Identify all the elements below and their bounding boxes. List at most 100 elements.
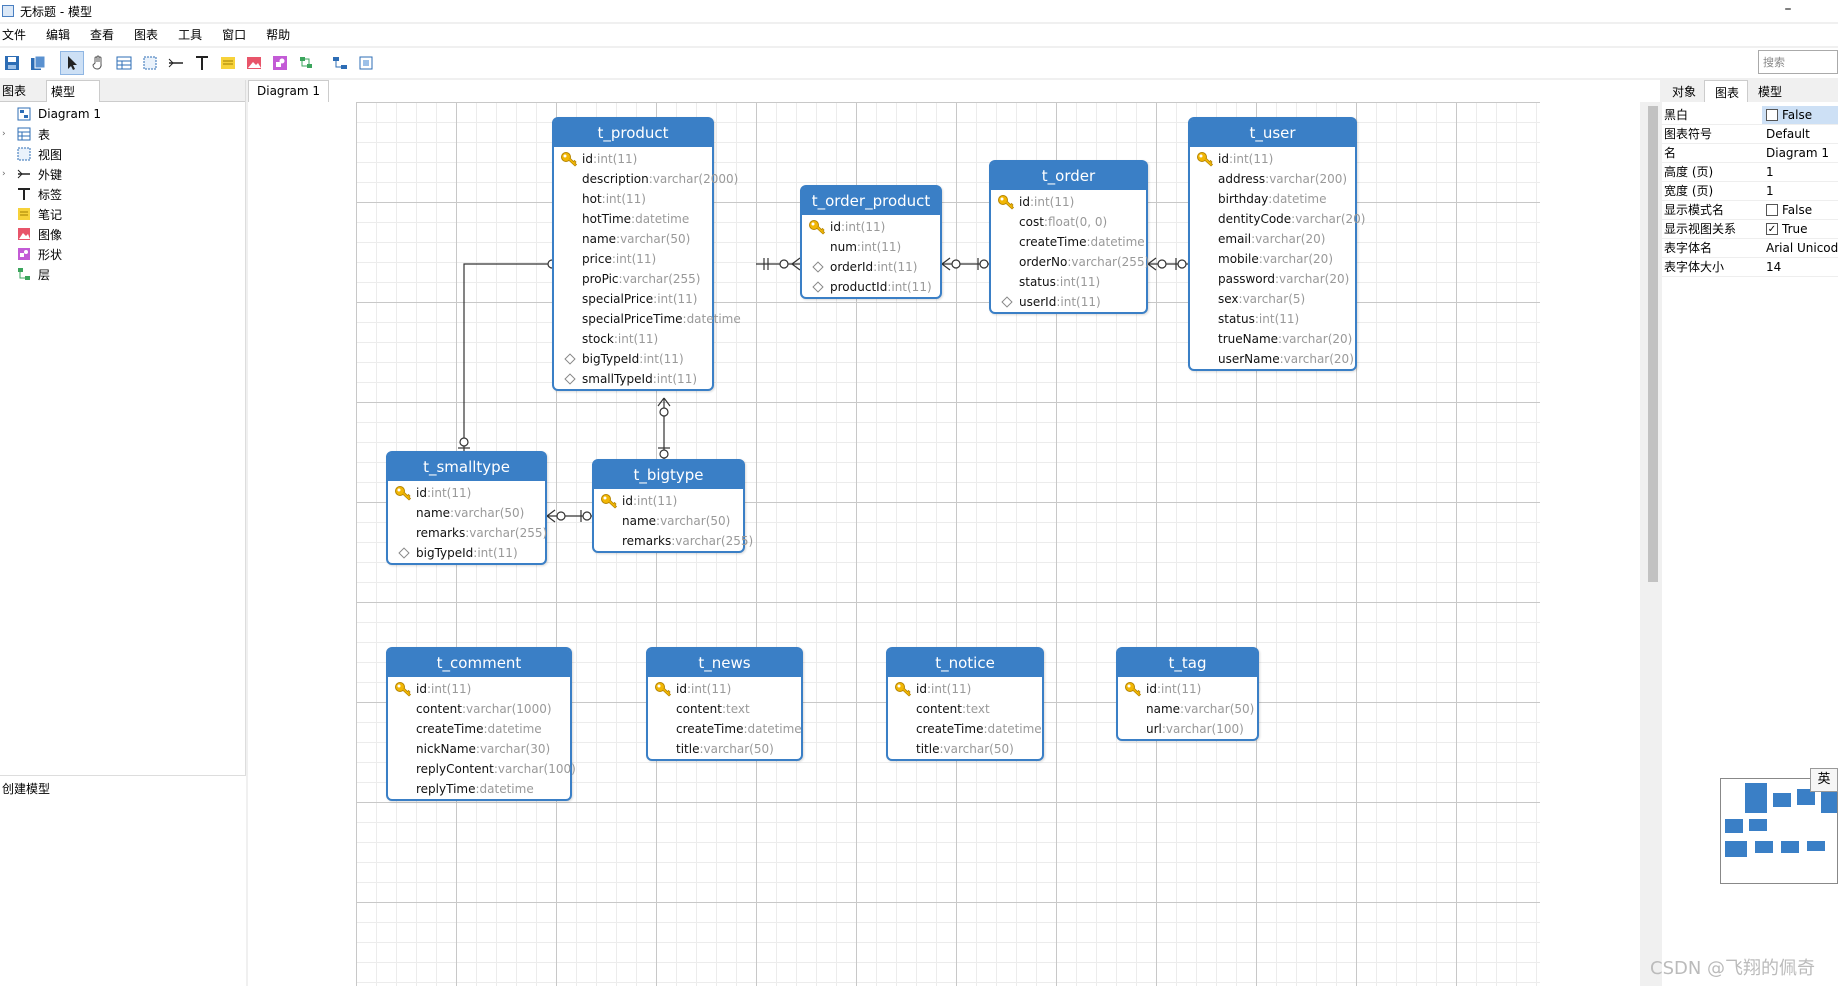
minimize-button[interactable]: –: [1784, 1, 1792, 17]
expand-icon[interactable]: ›: [2, 169, 6, 179]
field-row[interactable]: name: varchar(50): [594, 511, 743, 531]
menu-help[interactable]: 帮助: [266, 28, 291, 42]
field-row[interactable]: createTime: datetime: [648, 719, 802, 739]
field-row[interactable]: nickName: varchar(30): [388, 739, 570, 759]
field-row[interactable]: content: text: [648, 699, 801, 719]
field-row[interactable]: id: int(11): [1190, 149, 1355, 169]
new-view-icon[interactable]: [138, 51, 162, 75]
save-as-icon[interactable]: [26, 51, 50, 75]
hand-tool-icon[interactable]: [86, 51, 110, 75]
checkbox-unchecked-icon[interactable]: [1766, 204, 1778, 216]
new-note-icon[interactable]: [216, 51, 240, 75]
property-row[interactable]: 宽度 (页)1: [1662, 182, 1838, 201]
property-value[interactable]: ✓True: [1762, 220, 1838, 238]
property-value[interactable]: 1: [1762, 163, 1838, 181]
tree-item-layers[interactable]: 层: [0, 264, 245, 284]
tree-item-foreign-keys[interactable]: › 外键: [0, 164, 245, 184]
field-row[interactable]: status: int(11): [991, 272, 1146, 292]
tree-item-labels[interactable]: 标签: [0, 184, 245, 204]
field-row[interactable]: address: varchar(200): [1190, 169, 1355, 189]
tab-diagram[interactable]: 图表: [2, 84, 27, 98]
new-layer-icon[interactable]: [294, 51, 318, 75]
ime-indicator[interactable]: 英: [1810, 768, 1838, 792]
new-shape-icon[interactable]: [268, 51, 292, 75]
pointer-tool-icon[interactable]: [60, 51, 84, 75]
property-value[interactable]: False: [1762, 201, 1838, 219]
tab-model-props[interactable]: 模型: [1758, 85, 1783, 99]
checkbox-checked-icon[interactable]: ✓: [1766, 223, 1778, 235]
auto-layout-icon[interactable]: [328, 51, 352, 75]
field-row[interactable]: email: varchar(20): [1190, 229, 1355, 249]
field-row[interactable]: remarks: varchar(255): [388, 523, 547, 543]
field-row[interactable]: cost: float(0, 0): [991, 212, 1146, 232]
menu-tools[interactable]: 工具: [178, 28, 203, 42]
field-row[interactable]: smallTypeId: int(11): [554, 369, 712, 389]
field-row[interactable]: bigTypeId: int(11): [388, 543, 545, 563]
field-row[interactable]: id: int(11): [802, 217, 940, 237]
field-row[interactable]: title: varchar(50): [888, 739, 1042, 759]
field-row[interactable]: replyTime: datetime: [388, 779, 570, 799]
minimap[interactable]: [1720, 778, 1838, 884]
field-row[interactable]: dentityCode: varchar(20): [1190, 209, 1365, 229]
field-row[interactable]: userId: int(11): [991, 292, 1146, 312]
property-row[interactable]: 显示视图关系✓True: [1662, 220, 1838, 239]
menu-file[interactable]: 文件: [2, 28, 27, 42]
field-row[interactable]: birthday: datetime: [1190, 189, 1355, 209]
checkbox-unchecked-icon[interactable]: [1766, 109, 1778, 121]
property-value[interactable]: 1: [1762, 182, 1838, 200]
field-row[interactable]: num: int(11): [802, 237, 940, 257]
field-row[interactable]: name: varchar(50): [554, 229, 712, 249]
field-row[interactable]: bigTypeId: int(11): [554, 349, 712, 369]
field-row[interactable]: stock: int(11): [554, 329, 712, 349]
field-row[interactable]: specialPrice: int(11): [554, 289, 712, 309]
field-row[interactable]: orderId: int(11): [802, 257, 940, 277]
save-icon[interactable]: [0, 51, 24, 75]
property-row[interactable]: 高度 (页)1: [1662, 163, 1838, 182]
field-row[interactable]: id: int(11): [388, 483, 545, 503]
menu-diagram[interactable]: 图表: [134, 28, 159, 42]
property-value[interactable]: Arial Unicode: [1762, 239, 1838, 257]
field-row[interactable]: trueName: varchar(20): [1190, 329, 1355, 349]
field-row[interactable]: name: varchar(50): [388, 503, 545, 523]
new-foreign-key-icon[interactable]: [164, 51, 188, 75]
menu-edit[interactable]: 编辑: [46, 28, 71, 42]
field-row[interactable]: mobile: varchar(20): [1190, 249, 1355, 269]
field-row[interactable]: hotTime: datetime: [554, 209, 712, 229]
field-row[interactable]: content: varchar(1000): [388, 699, 570, 719]
field-row[interactable]: url: varchar(100): [1118, 719, 1257, 739]
tree-item-images[interactable]: 图像: [0, 224, 245, 244]
field-row[interactable]: hot: int(11): [554, 189, 712, 209]
field-row[interactable]: id: int(11): [554, 149, 712, 169]
tab-object[interactable]: 对象: [1672, 85, 1697, 99]
new-label-icon[interactable]: [190, 51, 214, 75]
expand-icon[interactable]: ›: [2, 129, 6, 139]
field-row[interactable]: status: int(11): [1190, 309, 1355, 329]
property-value[interactable]: Default: [1762, 125, 1838, 143]
new-table-icon[interactable]: [112, 51, 136, 75]
field-row[interactable]: id: int(11): [888, 679, 1042, 699]
field-row[interactable]: specialPriceTime: datetime: [554, 309, 741, 329]
field-row[interactable]: content: text: [888, 699, 1042, 719]
property-value[interactable]: 14: [1762, 258, 1838, 276]
tab-model[interactable]: 模型: [46, 80, 101, 102]
tab-diagram-props[interactable]: 图表: [1704, 80, 1749, 102]
field-row[interactable]: id: int(11): [388, 679, 570, 699]
field-row[interactable]: createTime: datetime: [388, 719, 570, 739]
tree-item-diagram[interactable]: Diagram 1: [0, 104, 245, 124]
new-image-icon[interactable]: [242, 51, 266, 75]
vertical-scrollbar[interactable]: [1646, 102, 1660, 986]
field-row[interactable]: productId: int(11): [802, 277, 940, 297]
field-row[interactable]: id: int(11): [648, 679, 801, 699]
